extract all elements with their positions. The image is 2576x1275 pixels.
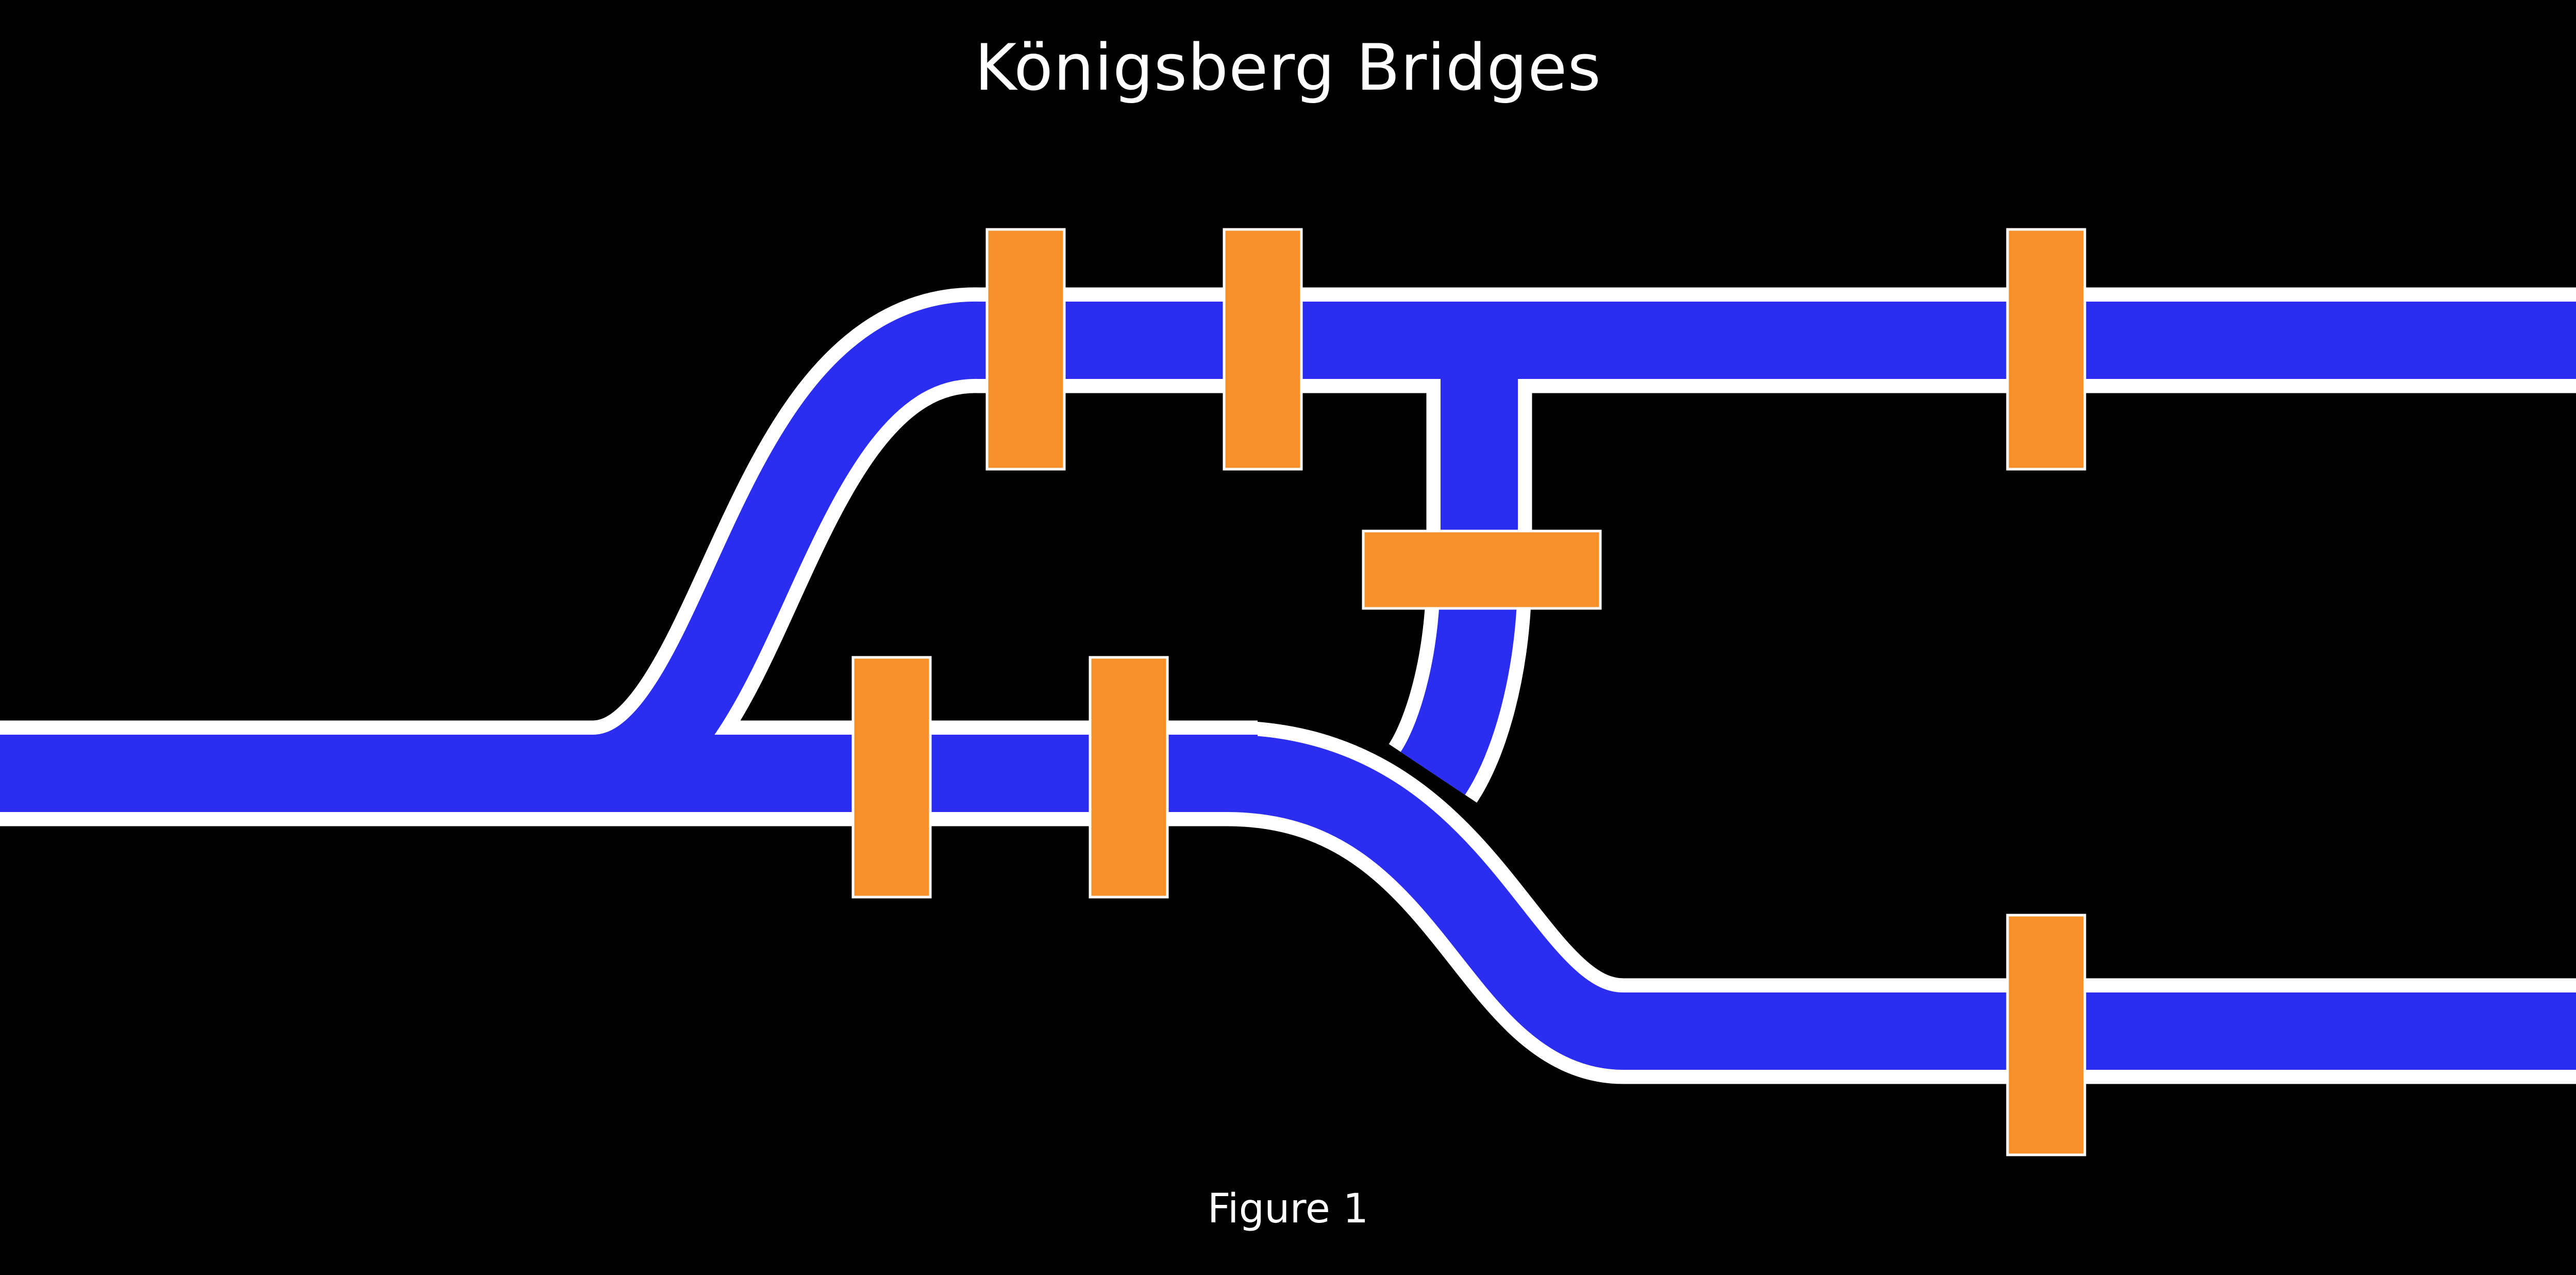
figure-caption: Figure 1 — [1207, 1186, 1369, 1232]
bridge-3 — [2006, 228, 2086, 471]
bridge-5 — [851, 656, 932, 899]
bridge-4 — [1362, 529, 1602, 610]
diagram-title: Königsberg Bridges — [974, 31, 1602, 105]
bridge-2 — [1223, 228, 1303, 471]
river-lower-branch — [1226, 735, 2576, 1070]
bridge-1 — [985, 228, 1066, 471]
bridge-6 — [1089, 656, 1169, 899]
bridge-7 — [2006, 914, 2086, 1156]
bridges — [851, 228, 2086, 1156]
